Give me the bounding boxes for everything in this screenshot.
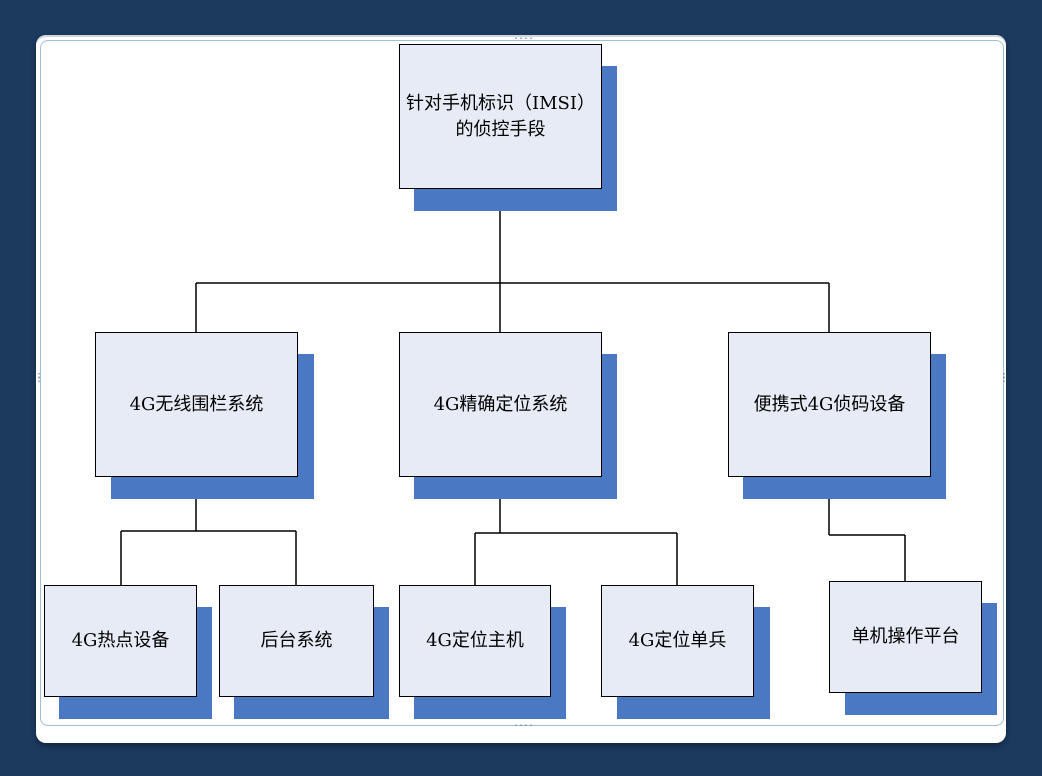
- resize-handle-top[interactable]: ....: [513, 31, 534, 42]
- node-portable-detector-label: 便携式4G侦码设备: [753, 393, 906, 415]
- resize-handle-right[interactable]: ::: [1001, 370, 1007, 385]
- node-locate-soldier-label: 4G定位单兵: [628, 630, 727, 651]
- root-node-line1: 针对手机标识（IMSI）: [406, 92, 595, 114]
- node-precise-locate-label: 4G精确定位系统: [433, 393, 568, 415]
- node-backend[interactable]: 后台系统: [219, 585, 374, 697]
- node-wireless-fence-label: 4G无线围栏系统: [129, 393, 264, 415]
- node-precise-locate[interactable]: 4G精确定位系统: [399, 332, 602, 477]
- node-portable-detector[interactable]: 便携式4G侦码设备: [728, 332, 931, 477]
- node-wireless-fence[interactable]: 4G无线围栏系统: [95, 332, 298, 477]
- canvas-border: [40, 40, 1004, 726]
- node-locate-host[interactable]: 4G定位主机: [399, 585, 551, 697]
- resize-handle-left[interactable]: ::: [36, 370, 42, 385]
- node-hotspot-label: 4G热点设备: [71, 630, 170, 651]
- root-node[interactable]: 针对手机标识（IMSI） 的侦控手段: [399, 44, 602, 189]
- node-standalone-platform-label: 单机操作平台: [851, 626, 960, 647]
- root-node-line2: 的侦控手段: [455, 118, 546, 140]
- node-locate-soldier[interactable]: 4G定位单兵: [601, 585, 754, 697]
- node-backend-label: 后台系统: [260, 630, 333, 651]
- node-locate-host-label: 4G定位主机: [426, 630, 524, 651]
- resize-handle-bottom[interactable]: ....: [513, 718, 534, 729]
- node-standalone-platform[interactable]: 单机操作平台: [829, 581, 982, 693]
- node-hotspot[interactable]: 4G热点设备: [44, 585, 197, 697]
